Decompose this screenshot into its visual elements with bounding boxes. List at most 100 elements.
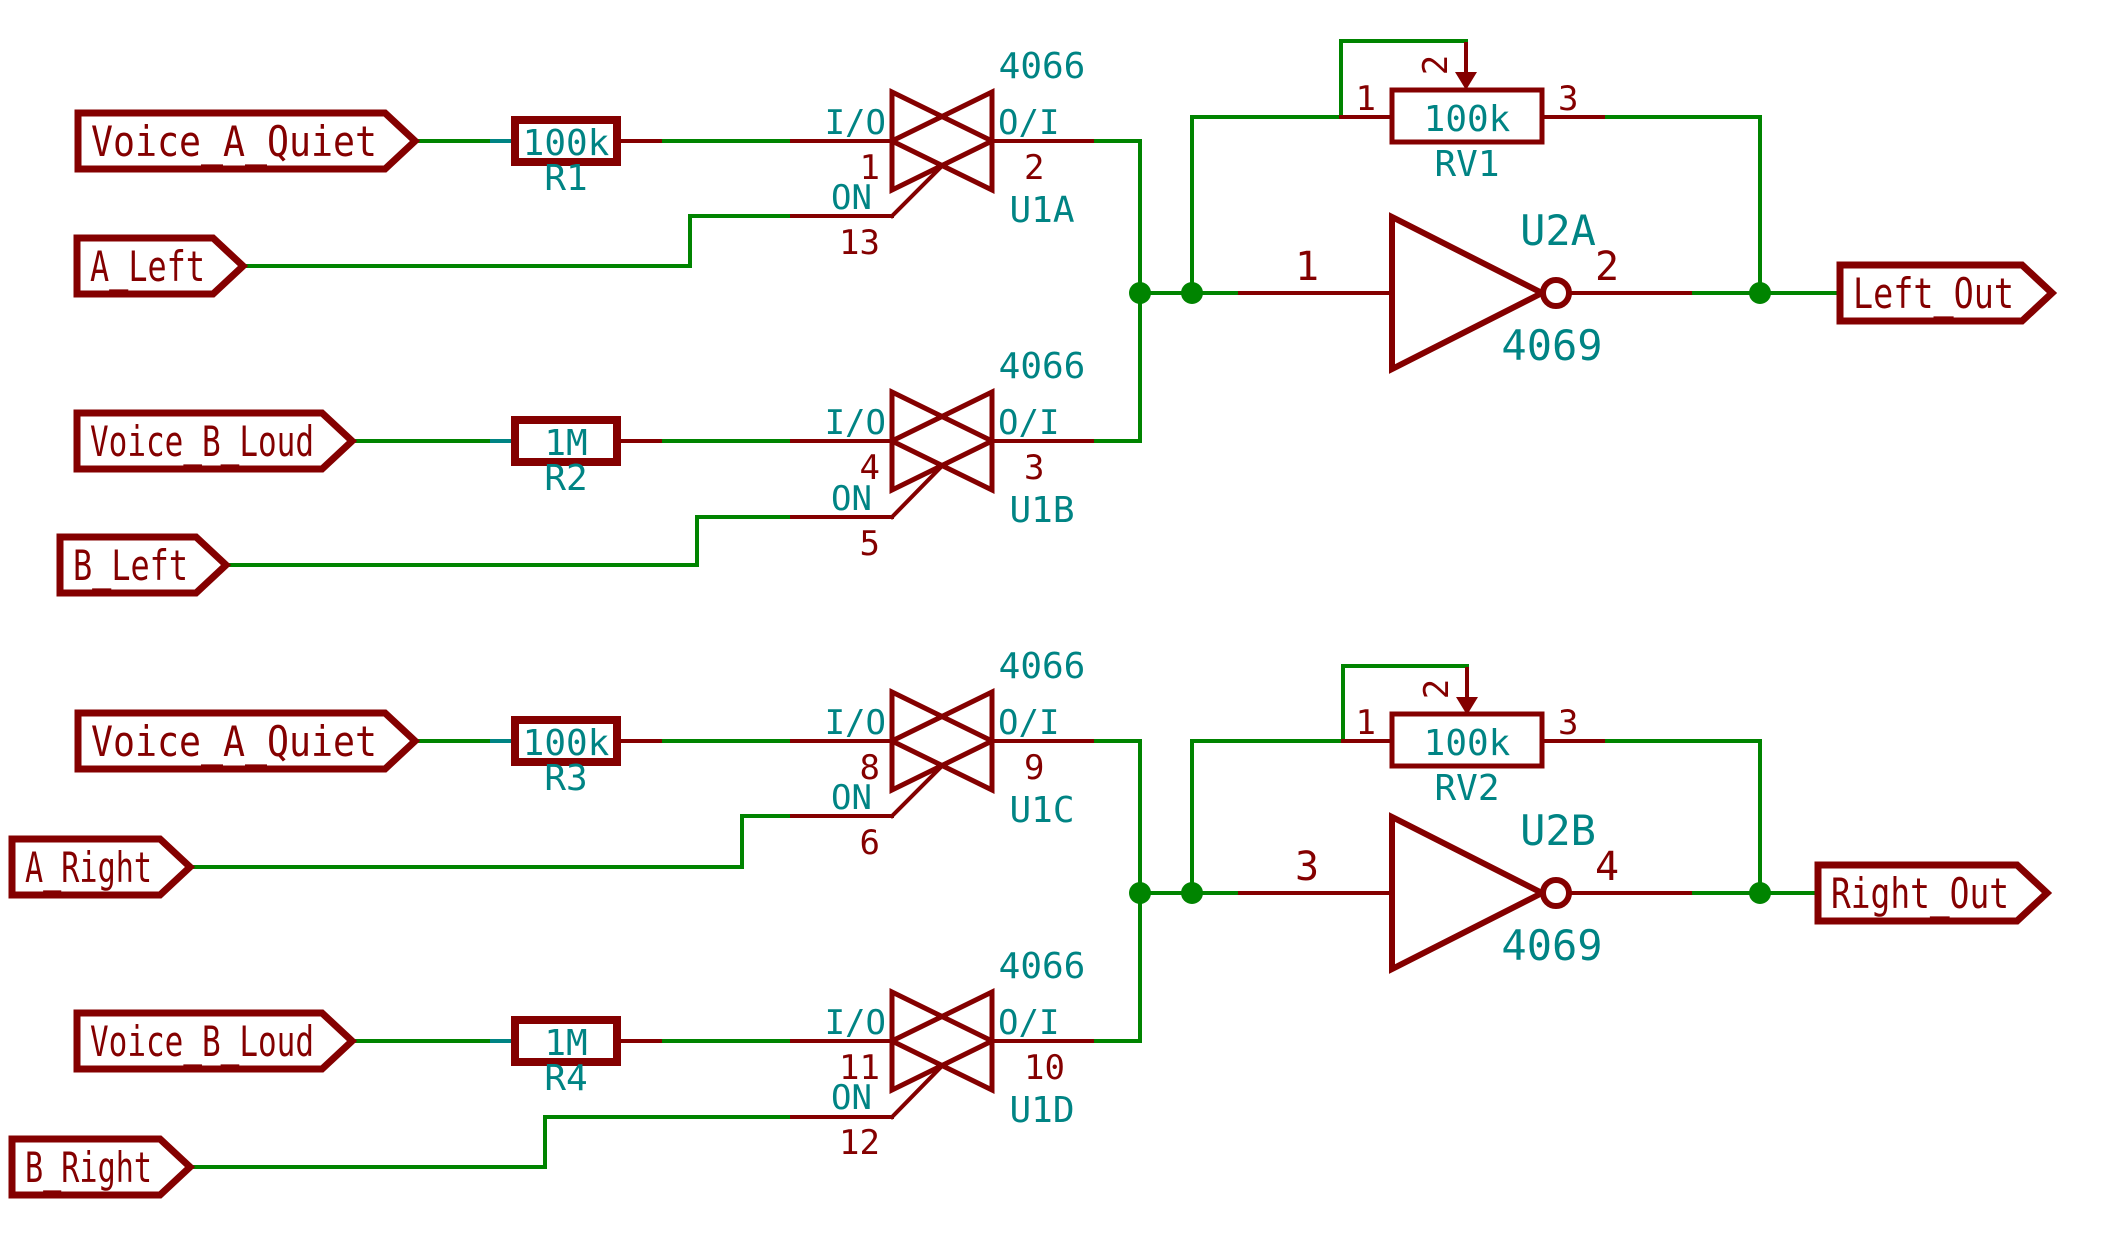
- inverter-bubble[interactable]: [1540, 877, 1572, 909]
- inverter-bubble[interactable]: [1540, 277, 1572, 309]
- label-text[interactable]: B_Left: [73, 541, 188, 590]
- pot-body[interactable]: [1389, 87, 1545, 145]
- pin-name-on: ON: [831, 178, 872, 218]
- pot-ref[interactable]: RV2: [1434, 768, 1499, 809]
- analog-switch-U1D[interactable]: 4066 U1D I/O 11 O/I 10 ON 12: [790, 946, 1094, 1163]
- inverter-part-value[interactable]: 4069: [1501, 321, 1602, 370]
- inverter-ref[interactable]: U2B: [1520, 806, 1596, 855]
- pot-body[interactable]: [1389, 711, 1545, 769]
- inverter-ref[interactable]: U2A: [1520, 206, 1596, 255]
- label-text[interactable]: Voice_B_Loud: [90, 417, 314, 466]
- resistor-ref[interactable]: R2: [544, 458, 587, 499]
- global-label-voice-b-loud-bottom[interactable]: Voice_B_Loud: [73, 1009, 358, 1073]
- label-text[interactable]: Voice_A_Quiet: [91, 717, 377, 766]
- global-label-b-right[interactable]: B_Right: [8, 1135, 196, 1199]
- resistor-ref[interactable]: R4: [544, 1058, 587, 1099]
- switch-part-value[interactable]: 4066: [999, 946, 1086, 987]
- analog-switch-U1A[interactable]: 4066 U1A I/O 1 O/I 2 ON 13: [790, 46, 1094, 263]
- global-label-voice-b-loud-top[interactable]: Voice_B_Loud: [73, 409, 358, 473]
- global-label-left-out[interactable]: Left_Out: [1836, 261, 2058, 325]
- pot-value[interactable]: 100k: [1424, 723, 1511, 764]
- switch-body[interactable]: [886, 87, 995, 195]
- resistor-ref[interactable]: R3: [544, 758, 587, 799]
- switch-ref[interactable]: U1C: [1009, 790, 1074, 831]
- pot-value[interactable]: 100k: [1424, 99, 1511, 140]
- junction-dot: [1749, 282, 1771, 304]
- pot-ref[interactable]: RV1: [1434, 144, 1499, 185]
- wire[interactable]: [1190, 739, 1345, 895]
- switch-body[interactable]: [889, 87, 998, 195]
- analog-switch-U1C[interactable]: 4066 U1C I/O 8 O/I 9 ON 6: [790, 646, 1094, 863]
- resistor-value[interactable]: 1M: [544, 1023, 587, 1064]
- resistor-value[interactable]: 1M: [544, 423, 587, 464]
- wire[interactable]: [241, 214, 794, 268]
- switch-part-value[interactable]: 4066: [999, 346, 1086, 387]
- global-label-a-left[interactable]: A_Left: [73, 234, 249, 298]
- potentiometer-RV1[interactable]: 100k RV1 1 3 2: [1339, 42, 1605, 185]
- inverter-U2B[interactable]: U2B 4069 3 4: [1238, 806, 1692, 974]
- pin-number-in: 1: [860, 148, 880, 188]
- label-text[interactable]: B_Right: [25, 1143, 152, 1192]
- resistor-ref[interactable]: R1: [544, 158, 587, 199]
- wire[interactable]: [1601, 115, 1762, 295]
- wire[interactable]: [1190, 115, 1343, 295]
- pin-number-in: 11: [839, 1048, 880, 1088]
- pin-name-oi: O/I: [998, 403, 1059, 443]
- resistor-body[interactable]: [511, 116, 621, 166]
- switch-ref[interactable]: U1B: [1009, 490, 1074, 531]
- global-label-b-left[interactable]: B_Left: [56, 533, 232, 597]
- junction-dot: [1129, 282, 1151, 304]
- switch-body[interactable]: [889, 687, 998, 795]
- analog-switch-U1B[interactable]: 4066 U1B I/O 4 O/I 3 ON 5: [790, 346, 1094, 564]
- pin-name-on: ON: [831, 1078, 872, 1118]
- switch-ref[interactable]: U1D: [1009, 1090, 1074, 1131]
- resistor-R1[interactable]: 100k R1: [511, 116, 662, 199]
- pin-number-en: 5: [860, 524, 880, 564]
- resistor-body[interactable]: [511, 716, 621, 766]
- pin-number-en: 13: [839, 223, 880, 263]
- label-text[interactable]: Left_Out: [1853, 269, 2014, 318]
- potentiometer-RV2[interactable]: 100k RV2 1 3 2: [1341, 667, 1605, 809]
- resistor-value[interactable]: 100k: [523, 123, 610, 164]
- switch-ref[interactable]: U1A: [1009, 190, 1074, 231]
- switch-part-value[interactable]: 4066: [999, 646, 1086, 687]
- global-label-right-out[interactable]: Right_Out: [1814, 861, 2053, 925]
- switch-body[interactable]: [889, 987, 998, 1095]
- pin-number-in: 4: [860, 448, 880, 488]
- global-label-voice-a-quiet-bottom[interactable]: Voice_A_Quiet: [74, 709, 421, 773]
- wire[interactable]: [1339, 39, 1468, 119]
- switch-body[interactable]: [886, 687, 995, 795]
- resistor-value[interactable]: 100k: [523, 723, 610, 764]
- wire[interactable]: [188, 1115, 794, 1169]
- wire[interactable]: [1341, 664, 1469, 743]
- switch-body[interactable]: [889, 387, 998, 495]
- wire[interactable]: [1601, 739, 1762, 895]
- label-text[interactable]: Voice_A_Quiet: [91, 117, 377, 166]
- global-label-voice-a-quiet-top[interactable]: Voice_A_Quiet: [74, 109, 421, 173]
- resistor-R3[interactable]: 100k R3: [511, 716, 662, 799]
- global-label-a-right[interactable]: A_Right: [8, 835, 196, 899]
- pin-number-out: 9: [1024, 748, 1044, 788]
- pin-number-in: 1: [1295, 244, 1319, 290]
- label-text[interactable]: A_Right: [25, 843, 152, 892]
- switch-body[interactable]: [886, 987, 995, 1095]
- label-outline: [73, 234, 249, 298]
- pin-name-oi: O/I: [998, 1003, 1059, 1043]
- wire[interactable]: [188, 814, 794, 869]
- resistor-R4[interactable]: 1M R4: [511, 1016, 662, 1099]
- resistor-body[interactable]: [511, 1016, 621, 1066]
- inverter-U2A[interactable]: U2A 4069 1 2: [1238, 206, 1692, 374]
- inverter-triangle[interactable]: [1389, 212, 1549, 374]
- inverter-triangle[interactable]: [1389, 812, 1549, 974]
- label-text[interactable]: Right_Out: [1831, 869, 2009, 918]
- resistor-body[interactable]: [511, 416, 621, 466]
- switch-part-value[interactable]: 4066: [999, 46, 1086, 87]
- resistor-R2[interactable]: 1M R2: [511, 416, 662, 499]
- label-text[interactable]: A_Left: [90, 242, 205, 291]
- wire[interactable]: [224, 515, 794, 567]
- switch-body[interactable]: [886, 387, 995, 495]
- inverter-part-value[interactable]: 4069: [1501, 921, 1602, 970]
- pin-number-out: 10: [1024, 1048, 1065, 1088]
- label-text[interactable]: Voice_B_Loud: [90, 1017, 314, 1066]
- pin-number-out: 2: [1595, 244, 1619, 290]
